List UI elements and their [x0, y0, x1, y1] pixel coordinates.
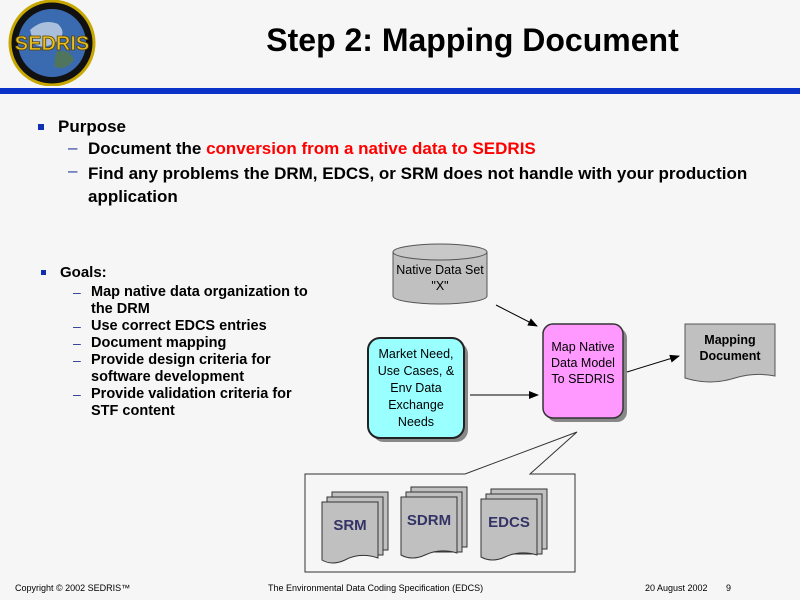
map-native-box	[542, 323, 624, 419]
srm-label: SRM	[333, 517, 367, 534]
sdrm-label: SDRM	[406, 512, 452, 529]
dash-icon: –	[68, 161, 78, 180]
dash-icon: –	[73, 284, 81, 300]
goal-text: Use correct EDCS entries	[91, 318, 267, 334]
goal-text: Document mapping	[91, 335, 227, 351]
market-need-label: Market Need, Use Cases, & Env Data Excha…	[377, 347, 455, 429]
mapping-document-label: Mapping Document	[699, 333, 761, 363]
sedris-logo: SEDRIS	[8, 0, 96, 87]
edcs-label: EDCS	[488, 514, 530, 531]
native-data-cylinder	[392, 243, 488, 305]
bullet-icon	[38, 124, 44, 130]
native-data-label: Native Data Set "X"	[396, 263, 484, 293]
purpose-heading: Purpose	[58, 117, 127, 136]
goal-item: –Provide validation criteria for STF con…	[73, 386, 323, 420]
goal-item: –Document mapping	[73, 335, 323, 352]
page-number: 9	[726, 583, 732, 593]
bullet-icon	[41, 270, 46, 275]
goal-text: Map native data organization to the DRM	[91, 284, 308, 317]
goals-list: –Map native data organization to the DRM…	[73, 284, 323, 420]
dash-icon: –	[73, 318, 81, 334]
page-title: Step 2: Mapping Document	[266, 22, 679, 58]
title-divider	[0, 88, 800, 94]
mapping-document-shape	[684, 323, 776, 383]
dash-icon: –	[73, 335, 81, 351]
goals-heading: Goals:	[60, 264, 107, 281]
footer-title: The Environmental Data Coding Specificat…	[268, 583, 484, 593]
purpose-item-1-highlight: conversion from a native data to SEDRIS	[206, 139, 536, 158]
footer-copyright: Copyright © 2002 SEDRIS™	[15, 583, 131, 593]
map-native-label: Map Native Data Model To SEDRIS	[551, 340, 615, 386]
purpose-item-2: Find any problems the DRM, EDCS, or SRM …	[88, 164, 748, 206]
goal-item: –Map native data organization to the DRM	[73, 284, 323, 318]
purpose-item-1-text: Document the	[88, 139, 207, 158]
purpose-item-1: Document the conversion from a native da…	[88, 139, 536, 159]
goal-text: Provide design criteria for software dev…	[91, 352, 271, 385]
goal-text: Provide validation criteria for STF cont…	[91, 386, 292, 419]
arrow-native-to-map	[495, 304, 538, 327]
dash-icon: –	[73, 352, 81, 368]
arrow-map-to-doc	[626, 354, 680, 373]
doc-stacks	[321, 486, 548, 564]
goal-item: –Use correct EDCS entries	[73, 318, 323, 335]
market-need-box	[367, 337, 465, 439]
dash-icon: –	[68, 138, 78, 157]
goal-item: –Provide design criteria for software de…	[73, 352, 323, 386]
footer-date: 20 August 2002	[645, 583, 708, 593]
dash-icon: –	[73, 386, 81, 402]
svg-text:SEDRIS: SEDRIS	[15, 33, 89, 55]
